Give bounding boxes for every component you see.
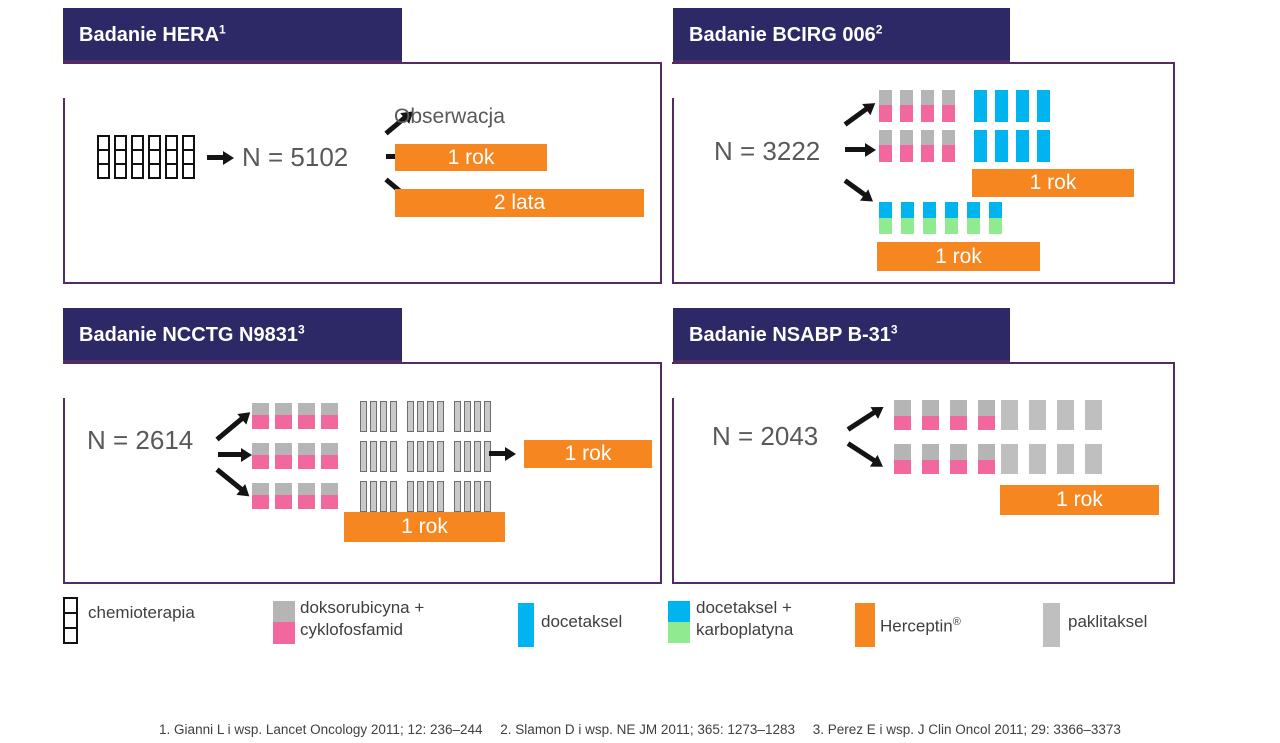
paclitaxel-weekly-bars: [360, 441, 491, 472]
paclitaxel-bar-group-icon: [360, 401, 397, 432]
legend-docetaxel-carboplatin-label: docetaksel + karboplatyna: [696, 597, 793, 641]
arm1-regimen-row: [894, 400, 1102, 430]
legend-paclitaxel-icon: [1043, 603, 1060, 647]
paclitaxel-bar-group-icon: [407, 441, 444, 472]
panel-title-ncctg: Badanie NCCTG N9831: [79, 324, 298, 346]
legend-ac-line1: doksorubicyna +: [300, 598, 425, 617]
arm1-regimen-row: [252, 401, 491, 432]
arrow-arm3-icon: [215, 467, 244, 492]
n-label-ncctg: N = 2614: [87, 425, 194, 455]
legend-docetaxel-icon: [518, 603, 534, 647]
border-gap: [672, 64, 674, 98]
legend-doxorubicin-cyclophosphamide-icon: [273, 601, 295, 644]
docetaxel-carboplatin-blocks-icon: [879, 202, 1002, 234]
panel-hera: N = 5102 Obserwacja 1 rok 2 lata: [63, 62, 662, 284]
arm2-regimen-row: [894, 444, 1102, 474]
border-gap: [672, 364, 674, 398]
herceptin-1rok-box-arm3: 1 rok: [877, 242, 1040, 271]
docetaxel-blocks-icon: [974, 90, 1050, 122]
panel-title-bcirg: Badanie BCIRG 006: [689, 24, 876, 46]
herceptin-1rok-box-sequential: 1 rok: [524, 440, 652, 468]
arrow-arm2-icon: [218, 452, 242, 457]
doxorubicin-cyclophosphamide-blocks-icon: [879, 90, 955, 122]
herceptin-1rok-box-concurrent: 1 rok: [344, 512, 505, 542]
paclitaxel-blocks-icon: [1001, 400, 1102, 430]
arrow-to-sequential-herceptin-icon: [489, 451, 506, 456]
paclitaxel-weekly-bars: [360, 401, 491, 432]
panel-title-nsabp: Badanie NSABP B-31: [689, 324, 891, 346]
panel-title-hera-superscript: 1: [219, 22, 226, 37]
doxorubicin-cyclophosphamide-blocks-icon: [252, 403, 338, 429]
arm2-regimen-row: [252, 441, 491, 472]
reference-1: 1. Gianni L i wsp. Lancet Oncology 2011;…: [159, 722, 483, 737]
arm-observation-label: Obserwacja: [394, 105, 505, 128]
legend-chemotherapy-label: chemioterapia: [88, 603, 195, 622]
herceptin-1rok-box: 1 rok: [1000, 485, 1159, 515]
references-line: 1. Gianni L i wsp. Lancet Oncology 2011;…: [0, 722, 1280, 737]
arm2-regimen-row: [879, 130, 1050, 162]
arrow-arm1-icon: [843, 106, 869, 127]
paclitaxel-bar-group-icon: [454, 401, 491, 432]
arrow-arm1-icon: [215, 416, 244, 442]
paclitaxel-bar-group-icon: [407, 481, 444, 512]
herceptin-1rok-box: 1 rok: [395, 144, 547, 171]
panel-title-hera: Badanie HERA: [79, 24, 220, 46]
legend-docetaxel-carboplatin-icon: [668, 601, 690, 643]
herceptin-1rok-box-arm2: 1 rok: [972, 169, 1134, 197]
legend-herceptin-icon: [855, 603, 875, 647]
arrow-chemo-to-n-icon: [207, 155, 224, 160]
chemotherapy-blocks-icon: [97, 135, 195, 179]
panel-header-hera: Badanie HERA1: [63, 8, 402, 62]
panel-ncctg: N = 2614: [63, 362, 662, 584]
legend-herceptin-text: Herceptin: [880, 616, 953, 636]
arm3-regimen-row: [252, 481, 491, 512]
legend-tc-line2: karboplatyna: [696, 620, 794, 639]
border-gap: [63, 64, 65, 98]
arrow-arm2-icon: [845, 147, 866, 152]
paclitaxel-blocks-icon: [1001, 444, 1102, 474]
legend-paclitaxel-label: paklitaksel: [1068, 612, 1148, 631]
legend-doxorubicin-cyclophosphamide-label: doksorubicyna + cyklofosfamid: [300, 597, 424, 641]
panel-title-bcirg-superscript: 2: [875, 22, 883, 37]
arrow-arm3-icon: [843, 178, 867, 198]
paclitaxel-weekly-bars: [360, 481, 491, 512]
reference-2: 2. Slamon D i wsp. NE JM 2011; 365: 1273…: [500, 722, 795, 737]
arrow-arm1-icon: [846, 409, 877, 432]
paclitaxel-bar-group-icon: [360, 481, 397, 512]
reference-3: 3. Perez E i wsp. J Clin Oncol 2011; 29:…: [812, 722, 1121, 737]
panel-header-ncctg: Badanie NCCTG N98313: [63, 308, 402, 362]
doxorubicin-cyclophosphamide-blocks-icon: [252, 483, 338, 509]
paclitaxel-bar-group-icon: [454, 441, 491, 472]
doxorubicin-cyclophosphamide-blocks-icon: [879, 130, 955, 162]
doxorubicin-cyclophosphamide-blocks-icon: [894, 444, 995, 474]
panel-nsabp: N = 2043 1 rok: [672, 362, 1175, 584]
paclitaxel-bar-group-icon: [360, 441, 397, 472]
arrow-arm2-icon: [846, 441, 877, 464]
doxorubicin-cyclophosphamide-blocks-icon: [252, 443, 338, 469]
panel-bcirg: N = 3222 1 rok 1 rok: [672, 62, 1175, 284]
docetaxel-blocks-icon: [974, 130, 1050, 162]
panel-title-ncctg-superscript: 3: [297, 322, 305, 337]
herceptin-2lata-box: 2 lata: [395, 189, 644, 217]
n-label-hera: N = 5102: [242, 142, 349, 172]
legend-herceptin-registered-mark: ®: [952, 616, 961, 628]
arm1-regimen-row: [879, 90, 1050, 122]
legend-ac-line2: cyklofosfamid: [300, 620, 403, 639]
doxorubicin-cyclophosphamide-blocks-icon: [894, 400, 995, 430]
legend-docetaxel-label: docetaksel: [541, 612, 623, 631]
legend-chemotherapy-icon: [63, 597, 78, 644]
legend-tc-line1: docetaksel +: [696, 598, 792, 617]
panel-header-bcirg: Badanie BCIRG 0062: [673, 8, 1010, 62]
paclitaxel-bar-group-icon: [407, 401, 444, 432]
panel-title-nsabp-superscript: 3: [890, 322, 898, 337]
border-gap: [63, 364, 65, 398]
panel-header-nsabp: Badanie NSABP B-313: [673, 308, 1010, 362]
n-label-bcirg: N = 3222: [714, 136, 821, 166]
legend-herceptin-label: Herceptin®: [880, 611, 961, 638]
n-label-nsabp: N = 2043: [712, 421, 819, 451]
paclitaxel-bar-group-icon: [454, 481, 491, 512]
